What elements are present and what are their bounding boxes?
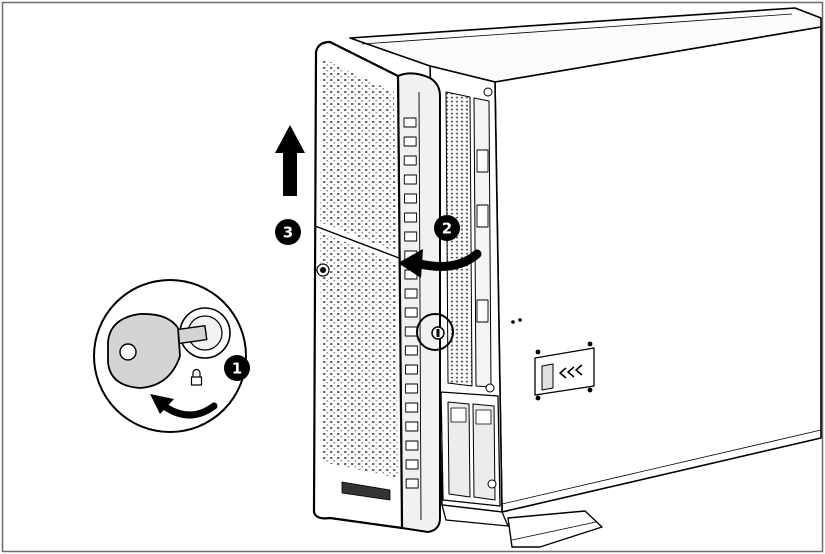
media-bay-slot <box>476 149 489 173</box>
bezel-slot <box>404 345 418 356</box>
chassis-base <box>441 504 509 527</box>
bezel-slot <box>404 231 418 242</box>
arrow-left-icon <box>398 249 423 278</box>
chassis-screw <box>483 87 493 97</box>
rotate-arrow-shaft <box>160 402 218 419</box>
bezel-slot-strip <box>403 117 419 489</box>
drive-bay <box>447 401 471 498</box>
bezel-side-band <box>397 72 441 533</box>
chassis-side-panel <box>494 26 822 513</box>
bezel-logo-inner <box>320 267 326 273</box>
bezel-slot <box>405 440 419 451</box>
bezel-band-inner-edge <box>418 91 422 521</box>
drive-latch <box>475 409 492 425</box>
bezel-slot <box>405 383 419 394</box>
front-grille <box>445 91 473 387</box>
up-arrow-shaft <box>283 150 297 196</box>
step-2-marker: 2 <box>434 215 460 241</box>
step-2-label: 2 <box>442 220 452 238</box>
server-chassis <box>349 7 822 548</box>
key-hole <box>119 343 137 361</box>
bezel-slot <box>403 136 417 147</box>
bezel-slot <box>404 212 418 223</box>
curved-arrow-shaft <box>415 249 482 271</box>
bezel-slot <box>405 478 419 489</box>
bezel-slot <box>405 402 419 413</box>
chassis-foot-edge <box>511 521 597 541</box>
bezel-perforation-upper <box>320 58 396 252</box>
bezel-perforation-lower <box>320 232 398 478</box>
key-lock-inset <box>93 279 247 433</box>
drive-bay <box>472 403 496 501</box>
handle-screw <box>535 349 541 355</box>
bezel-panel-seam <box>314 225 400 259</box>
step-1-label: 1 <box>232 360 242 378</box>
drive-latch <box>450 407 467 423</box>
bezel-slot <box>405 421 419 432</box>
bezel-slot <box>403 174 417 185</box>
bezel-slot <box>404 307 418 318</box>
padlock-icon <box>192 368 201 377</box>
bezel-lock-callout <box>416 313 454 351</box>
bezel-slot <box>404 326 418 337</box>
side-panel-handle-slot <box>541 363 554 391</box>
front-bezel <box>312 40 441 533</box>
step-1-marker: 1 <box>224 355 250 381</box>
lock-callout-circle <box>416 313 454 351</box>
handle-screw <box>535 395 541 401</box>
bezel-slot <box>405 459 419 470</box>
bezel-slot <box>403 155 417 166</box>
bezel-slot <box>404 193 417 204</box>
handle-arrow-marks <box>559 364 583 379</box>
handle-screw <box>587 341 593 347</box>
handle-screw <box>587 387 593 393</box>
arrow-up-icon <box>275 125 305 153</box>
chassis-screw <box>487 479 497 489</box>
padlock-icon-body <box>190 376 203 386</box>
chassis-screw <box>485 383 495 393</box>
media-bay-slot <box>476 204 489 228</box>
chassis-side-bottom-edge <box>501 429 822 505</box>
rotate-arrow-icon <box>150 394 174 414</box>
bezel-nameplate <box>341 481 391 501</box>
bezel-slot <box>405 364 418 375</box>
step-3-label: 3 <box>283 224 293 242</box>
bezel-lock-keyway <box>436 329 440 337</box>
bezel-slot <box>404 288 418 299</box>
step-3-arrow <box>275 125 305 196</box>
chassis-top-edge-line <box>361 13 793 45</box>
chassis-foot <box>507 510 603 548</box>
front-media-column <box>473 97 492 388</box>
key-bow <box>107 313 181 389</box>
side-panel-dot <box>518 318 522 322</box>
media-bay-slot <box>476 299 489 323</box>
step-3-marker: 3 <box>275 219 301 245</box>
step-2-arrow <box>398 249 482 278</box>
bezel-slot <box>403 117 417 128</box>
side-panel-dot <box>511 320 515 324</box>
